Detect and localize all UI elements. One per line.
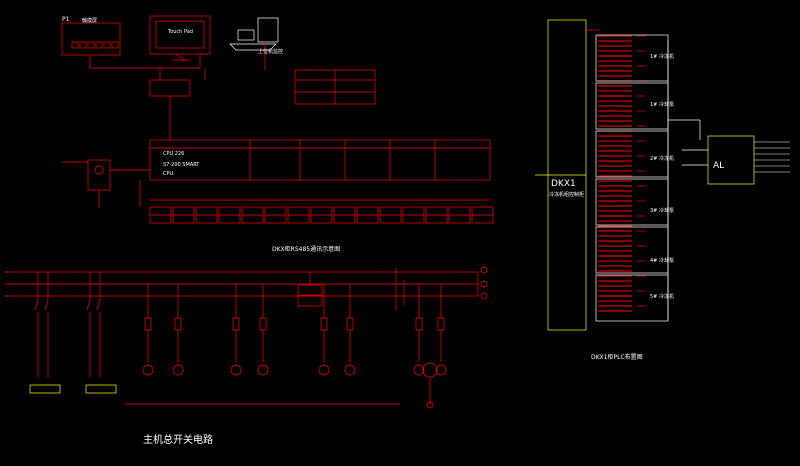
ground-symbol (426, 401, 434, 409)
cpu-main-label: CPU 226 (163, 151, 185, 157)
hmi-port (71, 41, 79, 49)
cabinet-group-label: 4# 冷却泵 (650, 258, 674, 264)
output-terminal (480, 266, 488, 274)
contactor-box (297, 284, 323, 296)
cabinet-name: 冷冻机组控制柜 (549, 192, 585, 198)
schematic-line (34, 299, 39, 311)
hmi-port (111, 41, 119, 49)
ct-symbol (415, 317, 423, 331)
ammeter-symbol (172, 364, 184, 376)
touch-screen-box (149, 15, 211, 55)
ammeter-symbol (142, 364, 154, 376)
cabinet-group-label: 5# 冷冻机 (650, 294, 674, 300)
hmi-port (95, 41, 103, 49)
cabinet-id: DKX1 (551, 179, 576, 189)
schematic-line (174, 53, 186, 61)
ct-symbol (144, 317, 152, 331)
plc-layout-title: DKX1柜PLC布置图 (591, 354, 643, 361)
pc-monitor (237, 29, 255, 41)
p1-label: P1 (62, 16, 70, 23)
output-terminal (480, 280, 488, 288)
plc-rack-outline (149, 139, 491, 181)
ammeter-symbol (257, 364, 269, 376)
ammeter-symbol (344, 364, 356, 376)
contactor-box (297, 295, 323, 307)
cabinet-group-label: 2# 冷冻机 (650, 156, 674, 162)
ct-symbol (320, 317, 328, 331)
ct-symbol (437, 317, 445, 331)
hmi-panel-box (61, 22, 121, 56)
touch-screen-display (155, 20, 205, 49)
ct-symbol (259, 317, 267, 331)
cpu-sub-label: S7-200 SMART (163, 162, 200, 168)
schematic-line (96, 299, 101, 311)
ct-symbol (346, 317, 354, 331)
circuit-title: 主机总开关电路 (143, 435, 213, 446)
sensor-module-box (87, 159, 111, 191)
ammeter-symbol (413, 364, 425, 376)
screen-label: Touch Pad (168, 29, 193, 35)
ammeter-symbol (435, 364, 447, 376)
schematic-line (44, 299, 49, 311)
feeder-label-box (29, 384, 61, 394)
ammeter-symbol (318, 364, 330, 376)
ct-symbol (232, 317, 240, 331)
ammeter-symbol (230, 364, 242, 376)
cabinet-group-label: 3# 冷却泵 (650, 208, 674, 214)
cpu-caption: CPU (163, 171, 174, 177)
sensor-symbol (94, 165, 104, 175)
ct-symbol (174, 317, 182, 331)
feeder-label-box (85, 384, 117, 394)
rs485-diagram-title: DKX柜RS485通讯示意图 (272, 246, 341, 253)
hmi-port (87, 41, 95, 49)
meter-box (707, 135, 755, 185)
schematic-line (86, 299, 91, 311)
hmi-port (79, 41, 87, 49)
cabinet-group-label: 1# 冷冻机 (650, 54, 674, 60)
output-terminal (480, 292, 488, 300)
hmi-label: 触摸屏 (82, 18, 98, 24)
cabinet-group-box (595, 130, 669, 178)
hmi-port (103, 41, 111, 49)
meter-box-label: AL (713, 161, 725, 171)
comm-module-box (149, 79, 191, 97)
cabinet-group-label: 1# 冷却泵 (650, 102, 674, 108)
voltmeter-symbol (422, 362, 438, 378)
pc-label: 上位机监控 (258, 49, 284, 55)
pc-tower (257, 17, 279, 43)
pc-keyboard (229, 43, 277, 51)
